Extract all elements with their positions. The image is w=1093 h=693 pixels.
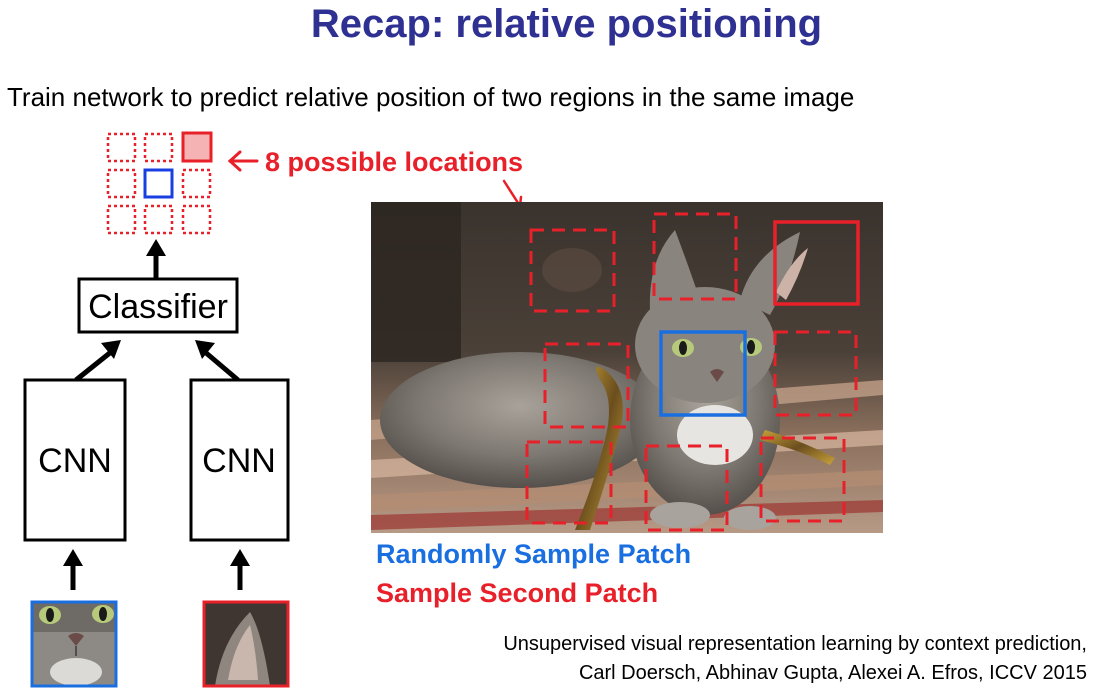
cnn-box-right xyxy=(189,378,290,542)
locations-label: 8 possible locations xyxy=(265,147,523,177)
patch-thumbnail-ear xyxy=(202,600,290,688)
grid-cell-bottom-right xyxy=(181,204,212,235)
grid-cell-middle-right xyxy=(181,168,212,199)
locations-arrow xyxy=(227,150,259,172)
grid-cell-bottom-left xyxy=(106,204,137,235)
grid-cell-top-right-selected xyxy=(181,131,213,163)
citation-line-2: Carl Doersch, Abhinav Gupta, Alexei A. E… xyxy=(578,662,1087,684)
grid-cell-center-anchor xyxy=(143,168,174,199)
grid-cell-bottom-middle xyxy=(143,204,174,235)
grid-cell-top-middle xyxy=(143,132,174,163)
arrow-classifier-to-grid xyxy=(146,239,166,279)
grid-cell-middle-left xyxy=(106,168,137,199)
citation-line-1: Unsupervised visual representation learn… xyxy=(503,633,1087,655)
grid-cell-top-left xyxy=(106,132,137,163)
classifier-label: Classifier xyxy=(88,288,228,326)
arrow-left-cnn-to-classifier xyxy=(74,340,121,382)
legend-red-label: Sample Second Patch xyxy=(376,578,659,608)
arrow-right-cnn-to-classifier xyxy=(195,340,240,382)
arrow-right-patch-to-cnn xyxy=(230,549,250,590)
cat-photo xyxy=(371,202,883,533)
photo-patch-top-right-selected xyxy=(773,220,860,306)
photo-patch-bottom-left xyxy=(525,440,613,525)
arrow-left-patch-to-cnn xyxy=(63,549,83,590)
legend-blue-label: Randomly Sample Patch xyxy=(376,539,692,569)
classifier-box xyxy=(77,277,239,334)
cnn-right-label: CNN xyxy=(202,442,276,480)
patch-thumbnail-center xyxy=(30,600,118,688)
cnn-box-left xyxy=(23,378,127,542)
citation: Unsupervised visual representation learn… xyxy=(503,630,1087,688)
cnn-left-label: CNN xyxy=(38,442,112,480)
slide-title: Recap: relative positioning xyxy=(310,2,823,46)
photo-patch-center-anchor xyxy=(659,330,747,417)
location-grid xyxy=(106,131,213,235)
photo-patch-overlays xyxy=(525,212,860,532)
slide-subtitle: Train network to predict relative positi… xyxy=(7,82,855,112)
